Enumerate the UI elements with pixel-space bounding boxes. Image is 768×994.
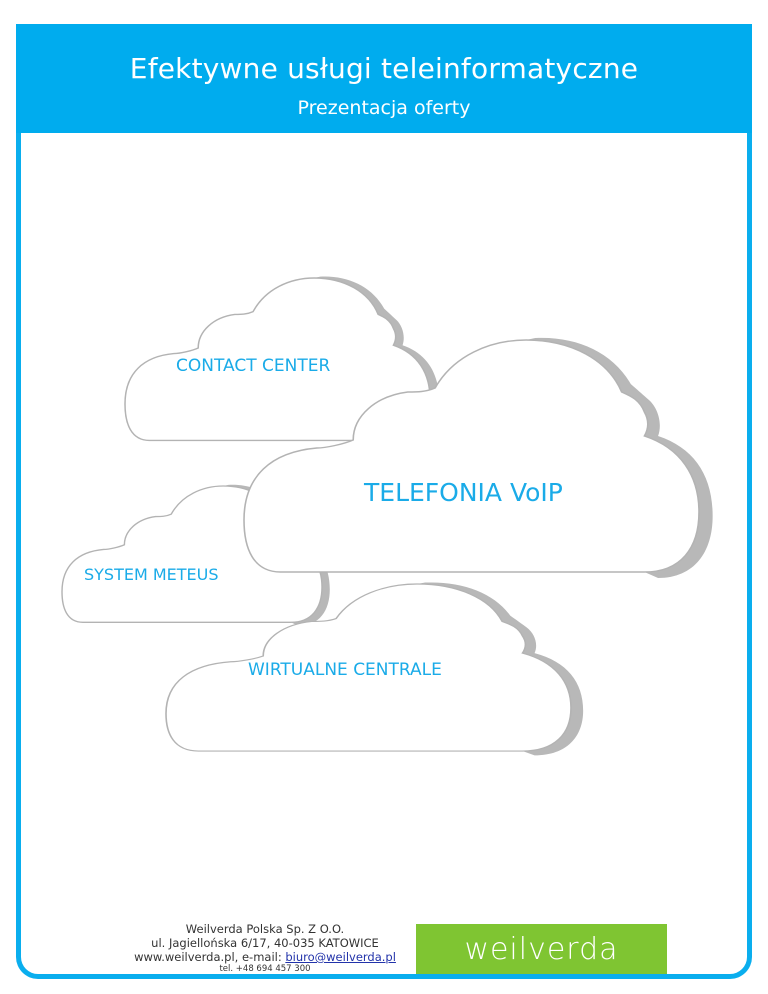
cloud-label-wirtualne-centrale: WIRTUALNE CENTRALE: [248, 660, 442, 680]
footer-company-name: Weilverda Polska Sp. Z O.O.: [185, 922, 345, 936]
cloud-label-system-meteus: SYSTEM METEUS: [84, 565, 219, 584]
header-banner: Efektywne usługi teleinformatyczne Preze…: [16, 24, 752, 133]
footer-address: ul. Jagiellońska 6/17, 40-035 KATOWICE: [151, 936, 379, 950]
page-subtitle: Prezentacja oferty: [297, 97, 471, 119]
cloud-label-telefonia-voip: TELEFONIA VoIP: [364, 478, 563, 507]
page-title: Efektywne usługi teleinformatyczne: [129, 52, 639, 85]
footer-phone: tel. +48 694 457 300: [219, 964, 311, 974]
footer-web-email: www.weilverda.pl, e-mail: biuro@weilverd…: [104, 950, 426, 964]
footer-email-link[interactable]: biuro@weilverda.pl: [285, 950, 396, 964]
footer-website: www.weilverda.pl, e-mail:: [134, 950, 286, 964]
footer-contact-info: Weilverda Polska Sp. Z O.O. ul. Jagiello…: [104, 922, 426, 974]
weilverda-logo: weilverda: [416, 924, 667, 974]
logo-text: weilverda: [464, 931, 619, 967]
cloud-label-contact-center: CONTACT CENTER: [176, 356, 331, 376]
